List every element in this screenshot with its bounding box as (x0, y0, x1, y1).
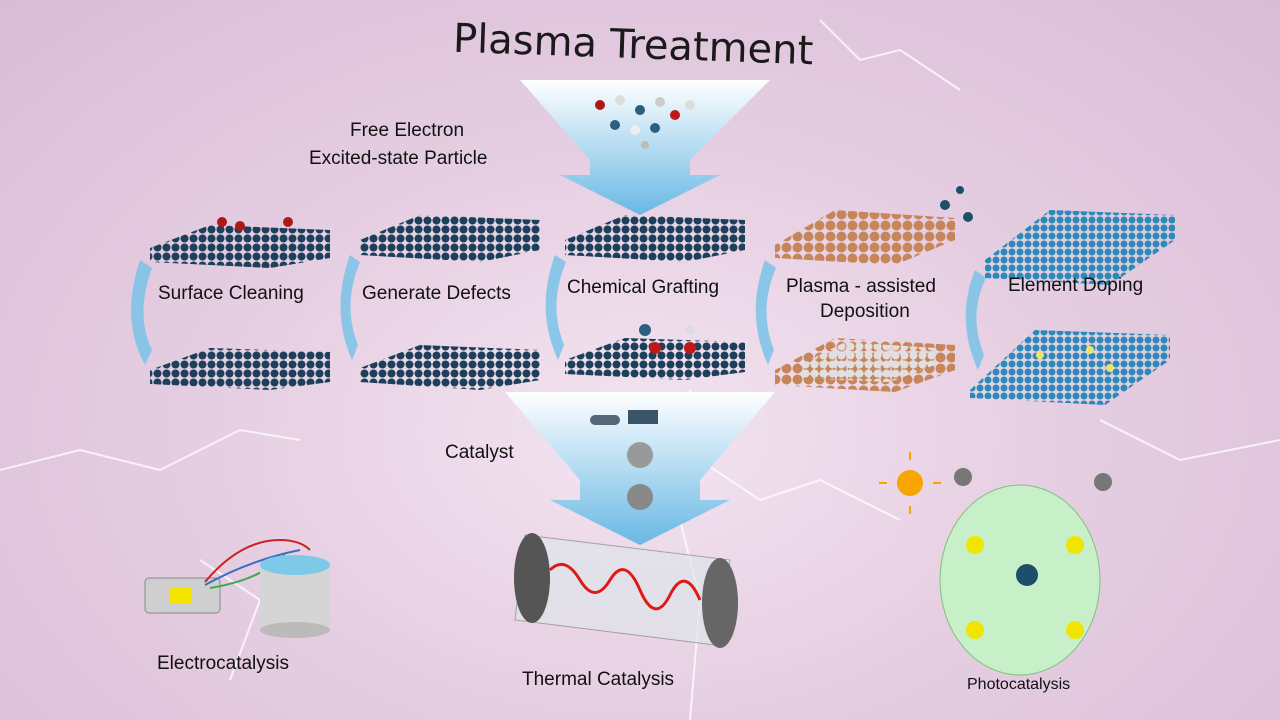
doping-after (970, 330, 1170, 405)
grafting-after (565, 324, 745, 380)
process-label-chemical-grafting: Chemical Grafting (567, 277, 720, 298)
defects-after (360, 345, 540, 390)
catalyst-sphere-icon (627, 484, 653, 510)
defects-before (360, 215, 540, 262)
thermal-reactor (514, 533, 738, 648)
catalyst-mesh-icon (627, 442, 653, 468)
grafting-before (565, 215, 745, 262)
process-label-deposition: Plasma - assisted (786, 276, 936, 297)
surface-cleaning-before (150, 217, 330, 268)
plasma-particles (595, 95, 695, 149)
electrocatalysis-device (144, 538, 330, 638)
surface-cleaning-after (150, 348, 330, 390)
excited-particle-label: Excited-state Particle (309, 148, 488, 169)
process-label-surface-cleaning: Surface Cleaning (158, 283, 304, 304)
application-electrocatalysis: Electrocatalysis (157, 653, 289, 674)
doping-before (940, 186, 1175, 285)
catalyst-funnel (505, 392, 775, 545)
process-label-element-doping: Element Doping (1008, 275, 1144, 296)
catalyst-tube-icon (590, 415, 620, 425)
photocatalysis-cell (879, 452, 1112, 676)
free-electron-label: Free Electron (350, 120, 465, 141)
application-thermal-catalysis: Thermal Catalysis (522, 669, 675, 690)
tio2-center (1016, 564, 1038, 586)
sun-icon (897, 470, 923, 496)
deposition-after (775, 338, 955, 392)
process-label-deposition-2: Deposition (820, 301, 910, 322)
process-arrows (131, 255, 986, 370)
deposition-before (775, 210, 955, 265)
catalyst-label: Catalyst (445, 442, 514, 463)
application-photocatalysis: Photocatalysis (967, 676, 1071, 693)
catalyst-block-icon (628, 410, 658, 424)
process-label-generate-defects: Generate Defects (362, 283, 511, 304)
